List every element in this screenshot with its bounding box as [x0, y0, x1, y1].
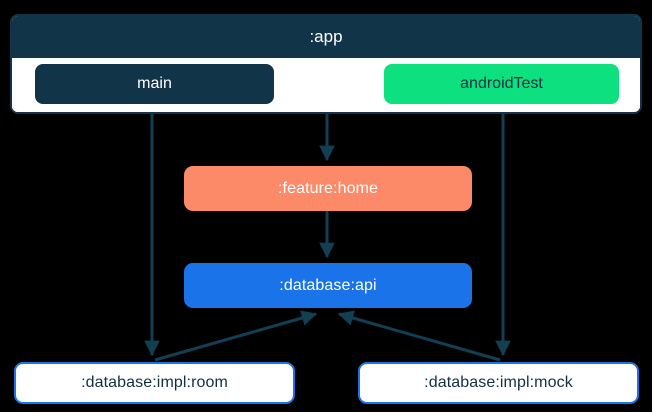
edge-room-to-database-api	[154, 310, 318, 362]
source-set-androidtest[interactable]: androidTest	[384, 64, 619, 104]
module-node-feature-home[interactable]: :feature:home	[184, 166, 472, 211]
source-set-main[interactable]: main	[35, 64, 274, 104]
edge-mock-to-database-api	[337, 310, 501, 362]
module-node-database-impl-mock[interactable]: :database:impl:mock	[358, 362, 639, 404]
module-node-database-api[interactable]: :database:api	[184, 263, 472, 308]
container-body-app: main androidTest	[12, 58, 640, 112]
module-container-app[interactable]: :app main androidTest	[10, 14, 642, 114]
container-title-app: :app	[12, 16, 640, 58]
module-node-database-impl-room[interactable]: :database:impl:room	[14, 362, 295, 404]
